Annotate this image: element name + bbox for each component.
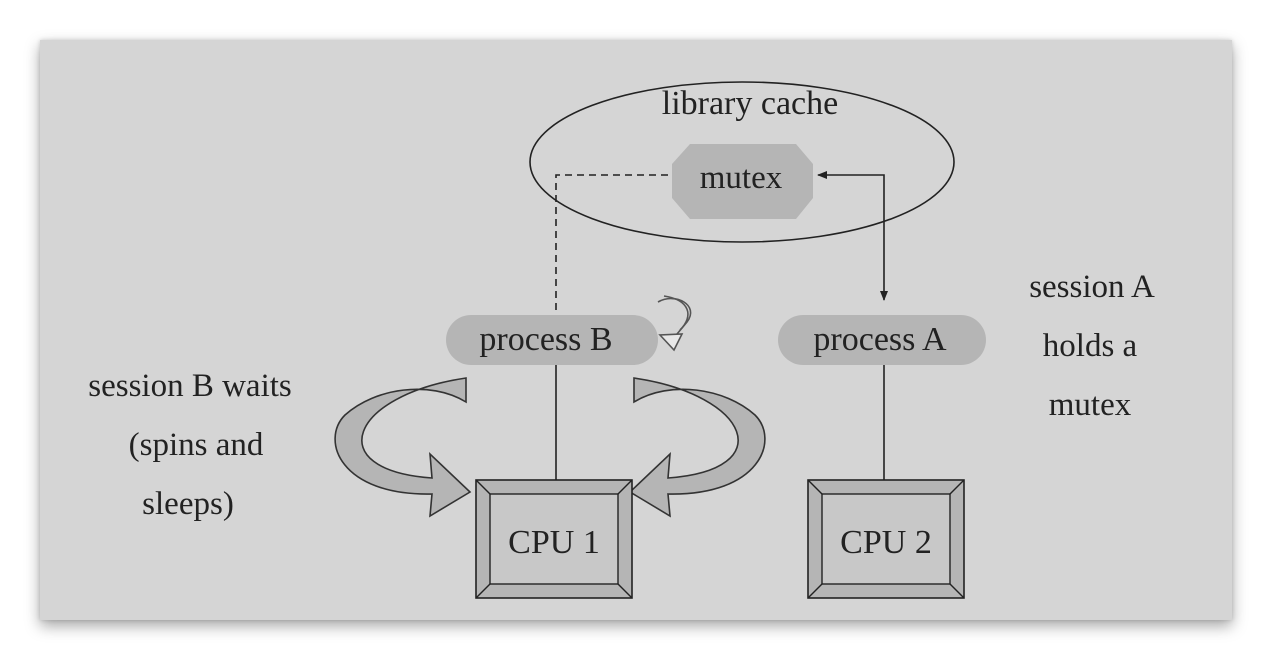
cpu1-box bbox=[475, 479, 633, 599]
process-b-pill bbox=[446, 315, 658, 365]
library-cache-ellipse bbox=[529, 81, 955, 243]
session-b-line-3: sleeps) bbox=[142, 486, 234, 522]
process-a-label: process A bbox=[813, 321, 947, 358]
session-b-annotation: session B waits (spins and sleeps) bbox=[88, 368, 292, 522]
mutex-hold-arrow bbox=[817, 171, 888, 301]
dashed-wait-line bbox=[555, 174, 668, 316]
session-a-annotation: session A holds a mutex bbox=[1029, 269, 1155, 423]
mutex-label: mutex bbox=[700, 160, 783, 196]
right-curved-arrow bbox=[628, 377, 766, 518]
process-a-pill bbox=[778, 315, 986, 365]
session-a-line-1: session A bbox=[1029, 269, 1155, 305]
left-curved-arrow bbox=[334, 377, 472, 518]
library-cache-label: library cache bbox=[662, 85, 839, 122]
spin-icon bbox=[657, 295, 692, 352]
session-a-line-2: holds a bbox=[1043, 328, 1138, 364]
session-a-line-3: mutex bbox=[1049, 387, 1132, 423]
cpu1-label: CPU 1 bbox=[508, 524, 600, 561]
mutex-octagon bbox=[672, 144, 813, 219]
session-b-line-1: session B waits bbox=[88, 368, 292, 404]
cpu2-label: CPU 2 bbox=[840, 524, 932, 561]
cpu2-box bbox=[807, 479, 965, 599]
process-b-label: process B bbox=[479, 321, 612, 358]
session-b-line-2: (spins and bbox=[129, 427, 264, 463]
